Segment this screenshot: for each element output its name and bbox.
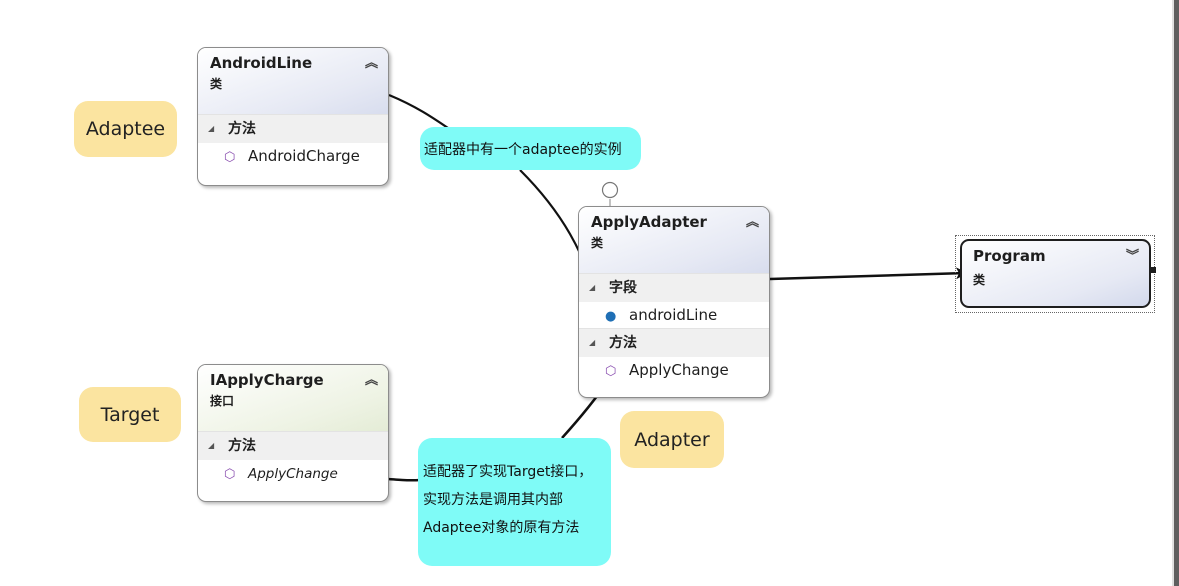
interface-iapplycharge[interactable]: IApplyCharge 接口 ︽ ◢方法 ⬡ApplyChange [197,364,389,502]
class-androidline[interactable]: AndroidLine 类 ︽ ◢方法 ⬡AndroidCharge [197,47,389,186]
class-program-box[interactable]: Program 类 ︾ [960,239,1151,308]
class-name: AndroidLine [210,54,313,72]
lollipop-icon [601,181,619,199]
label-adapter: Adapter [620,411,724,468]
field-item[interactable]: ●androidLine [579,302,769,328]
section-fields[interactable]: ◢字段 [579,273,769,302]
chevron-up-double-icon[interactable]: ︽ [364,373,378,388]
interface-header: IApplyCharge 接口 ︽ [198,365,388,431]
triangle-expanded-icon: ◢ [589,338,596,347]
class-stereotype: 类 [591,236,604,250]
class-header: ApplyAdapter 类 ︽ [579,207,769,273]
method-item[interactable]: ⬡AndroidCharge [198,143,388,169]
chevron-down-double-icon[interactable]: ︾ [1125,249,1139,264]
triangle-expanded-icon: ◢ [589,283,596,292]
class-name: ApplyAdapter [591,213,707,231]
note-has-adaptee: 适配器中有一个adaptee的实例 [420,127,641,170]
chevron-up-double-icon[interactable]: ︽ [745,215,759,230]
method-item[interactable]: ⬡ApplyChange [579,357,769,383]
label-target: Target [79,387,181,442]
section-methods[interactable]: ◢方法 [198,431,388,460]
class-program[interactable]: Program 类 ︾ [955,235,1156,313]
note-implements-target: 适配器了实现Target接口，实现方法是调用其内部Adaptee对象的原有方法 [418,438,611,566]
interface-name: IApplyCharge [210,371,324,389]
class-header: AndroidLine 类 ︽ [198,48,388,114]
triangle-expanded-icon: ◢ [208,124,215,133]
label-adaptee: Adaptee [74,101,177,157]
window-edge [1172,0,1179,586]
interface-stereotype: 接口 [210,394,235,408]
class-applyadapter[interactable]: ApplyAdapter 类 ︽ ◢字段 ●androidLine ◢方法 ⬡A… [578,206,770,398]
section-methods[interactable]: ◢方法 [198,114,388,143]
method-cube-icon: ⬡ [605,364,617,379]
association-line-program[interactable] [769,267,968,281]
section-methods[interactable]: ◢方法 [579,328,769,357]
resize-handle[interactable] [1150,267,1156,273]
chevron-up-double-icon[interactable]: ︽ [364,56,378,71]
class-name: Program [973,247,1046,265]
method-cube-icon: ⬡ [224,150,236,165]
field-lock-icon: ● [605,309,617,324]
triangle-expanded-icon: ◢ [208,441,215,450]
class-stereotype: 类 [973,273,986,287]
method-item[interactable]: ⬡ApplyChange [198,460,388,486]
method-cube-icon: ⬡ [224,467,236,482]
class-stereotype: 类 [210,77,223,91]
